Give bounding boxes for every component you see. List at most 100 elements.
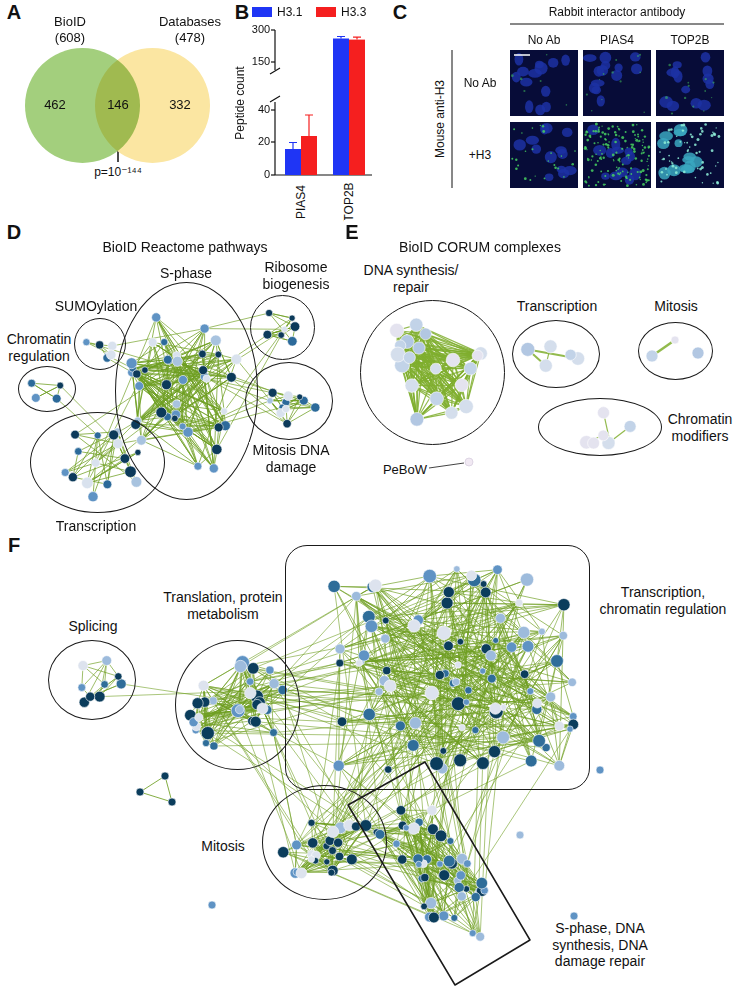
network-link [32,383,61,385]
nucleus [541,86,550,97]
network-link [447,603,564,605]
signal-dot [613,160,614,161]
signal-dot [607,144,610,147]
signal-dot [648,179,650,181]
signal-dot [713,133,716,136]
network-node-dot [109,430,119,440]
network-node-dot [179,423,186,430]
network-link [466,724,573,889]
signal-dot [599,79,600,80]
network-link [205,313,270,329]
signal-dot [643,151,645,153]
network-link [96,413,162,463]
signal-dot [684,97,686,99]
signal-dot [511,74,514,77]
signal-dot [701,166,704,169]
signal-dot [704,123,707,126]
signal-dot [682,129,684,131]
micrograph-frame [452,24,724,188]
signal-dot [661,171,664,174]
network-link [559,729,570,766]
signal-dot [557,167,559,169]
signal-dot [672,165,675,168]
signal-dot [615,134,618,137]
network-link [204,686,540,741]
signal-dot [635,139,638,142]
signal-dot [626,178,628,180]
network-link [359,663,429,917]
signal-dot [642,139,643,140]
signal-dot [642,152,643,153]
network-link [140,792,172,802]
signal-dot [625,131,627,133]
signal-dot [544,178,546,180]
signal-dot [639,54,641,56]
network-node-dot [390,347,405,362]
network-link [190,661,557,715]
network-link [253,580,474,668]
signal-dot [622,164,624,166]
signal-dot [688,85,690,87]
network-link [418,620,467,864]
network-node-dot [266,309,273,316]
signal-dot [595,153,597,155]
network-link [467,632,524,863]
network-link [204,686,258,705]
network-link [198,703,333,832]
network-link [121,684,257,705]
signal-dot [640,179,641,180]
nucleus [705,80,714,90]
network-node-dot [544,340,557,353]
nucleus [526,136,539,145]
network-node-dot [430,363,441,374]
signal-dot [687,82,689,84]
signal-dot [643,142,644,143]
signal-dot [636,184,638,186]
nucleus [611,138,620,151]
signal-dot [550,152,552,154]
signal-dot [515,159,517,161]
nucleus [561,55,570,66]
signal-dot [584,146,586,148]
network-node-dot [430,392,444,406]
signal-dot [659,151,661,153]
signal-dot [642,149,644,151]
signal-dot [608,141,610,143]
network-link [313,674,446,843]
nucleus [659,131,673,141]
signal-dot [627,154,630,157]
nucleus [525,100,533,113]
signal-dot [624,140,627,143]
nucleus [532,144,542,153]
signal-dot [615,152,617,154]
signal-dot [716,181,719,184]
network-node-dot [227,372,237,382]
signal-dot [595,123,598,126]
nucleus [587,124,599,135]
signal-dot [664,141,667,144]
micrograph-tile [656,50,724,116]
network-link [474,580,537,709]
network-node-dot [103,480,112,489]
signal-dot [535,175,536,176]
signal-dot [588,176,590,178]
nucleus [611,70,622,81]
network-node-dot [446,353,460,367]
signal-dot [618,135,620,137]
network-node-dot [231,354,241,364]
signal-dot [689,146,691,148]
signal-dot [618,128,620,130]
signal-dot [676,136,678,138]
network-link [156,317,287,423]
network-node-dot [445,407,458,420]
signal-dot [542,125,544,127]
signal-dot [585,181,587,183]
signal-dot [587,140,588,141]
network-link [136,318,292,424]
network-node-dot [405,379,419,393]
signal-dot [627,147,628,148]
network-node-dot [61,469,69,477]
network-link [107,358,225,426]
signal-dot [587,158,590,161]
nucleus [555,146,566,154]
